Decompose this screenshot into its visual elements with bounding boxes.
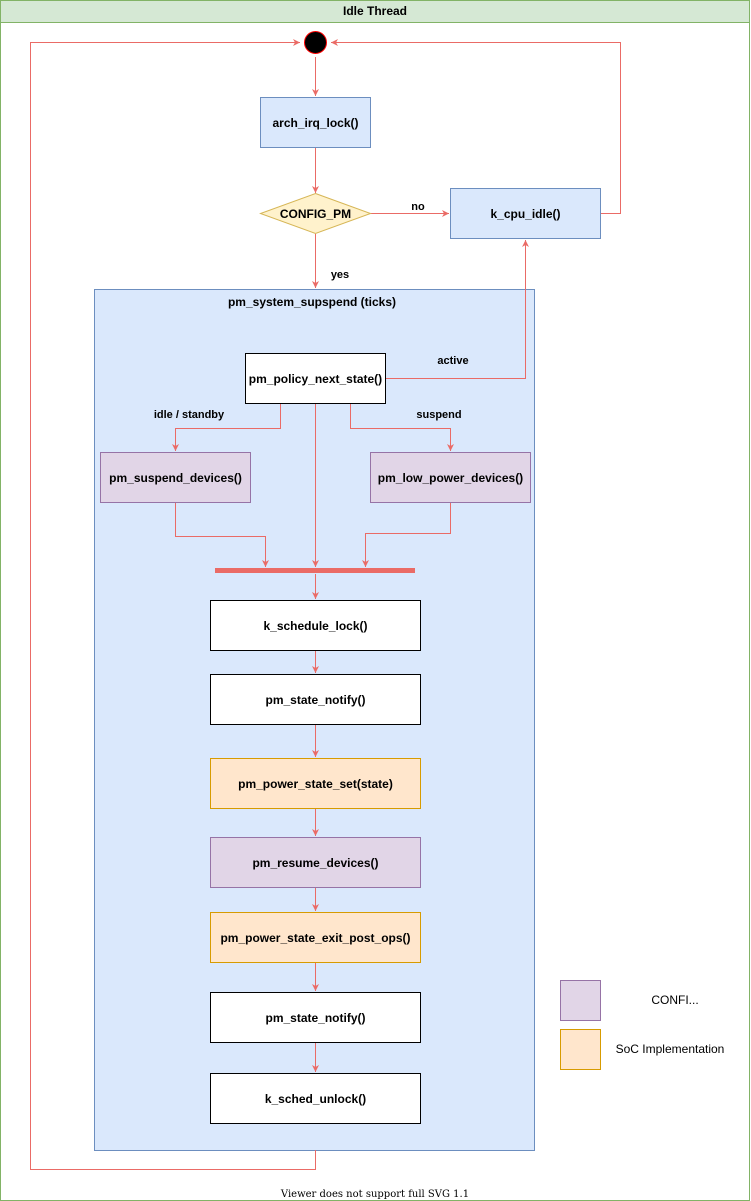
power-state-set-node bbox=[210, 758, 421, 809]
power-state-set-label: pm_power_state_set(state) bbox=[238, 777, 393, 791]
config-pm-label: CONFIG_PM bbox=[280, 207, 351, 221]
edge-policy-active bbox=[385, 240, 529, 379]
legend-soc-label: SoC Implementation bbox=[616, 1042, 725, 1056]
edge-label-suspend: suspend bbox=[416, 409, 461, 421]
edge-label-active: active bbox=[437, 355, 468, 367]
config-pm-decision bbox=[259, 192, 372, 235]
sched-unlock-node bbox=[210, 1073, 421, 1124]
policy-next-state-node bbox=[245, 353, 386, 404]
legend-config-swatch bbox=[560, 980, 601, 1021]
arch-irq-lock-label: arch_irq_lock() bbox=[272, 116, 358, 130]
k-cpu-idle-label: k_cpu_idle() bbox=[490, 207, 560, 221]
edge-label-yes: yes bbox=[331, 269, 349, 281]
edge-policy-suspend bbox=[350, 404, 454, 451]
schedule-lock-label: k_schedule_lock() bbox=[263, 619, 367, 633]
state-notify-node-1 bbox=[210, 674, 421, 725]
low-power-devices-label: pm_low_power_devices() bbox=[378, 471, 523, 485]
suspend-devices-label: pm_suspend_devices() bbox=[109, 471, 242, 485]
legend-soc-swatch bbox=[560, 1029, 601, 1070]
swimlane-header bbox=[0, 0, 750, 23]
schedule-lock-node bbox=[210, 600, 421, 651]
pm-system-suspend-label: pm_system_supspend (ticks) bbox=[228, 295, 396, 309]
policy-next-state-label: pm_policy_next_state() bbox=[249, 372, 382, 386]
legend-config-label: CONFI... bbox=[651, 993, 698, 1007]
low-power-devices-node bbox=[370, 452, 531, 503]
exit-post-ops-label: pm_power_state_exit_post_ops() bbox=[220, 931, 410, 945]
edge-policy-idle-standby bbox=[172, 404, 281, 451]
k-cpu-idle-node bbox=[450, 188, 601, 239]
exit-post-ops-node bbox=[210, 912, 421, 963]
state-notify-label-2: pm_state_notify() bbox=[265, 1011, 365, 1025]
swimlane-title: Idle Thread bbox=[343, 4, 407, 18]
sched-unlock-label: k_sched_unlock() bbox=[265, 1092, 366, 1106]
edge-cpu-idle-to-start bbox=[331, 39, 621, 214]
edge-label-no: no bbox=[411, 201, 425, 213]
state-notify-label-1: pm_state_notify() bbox=[265, 693, 365, 707]
sync-bar bbox=[215, 568, 415, 573]
arch-irq-lock-node bbox=[260, 97, 371, 148]
suspend-devices-node bbox=[100, 452, 251, 503]
edge-loop-back-to-start bbox=[30, 39, 316, 1170]
edge-label-idle-standby: idle / standby bbox=[154, 409, 225, 421]
svg-support-notice: Viewer does not support full SVG 1.1 bbox=[280, 1189, 469, 1200]
edge-low-power-to-sync bbox=[362, 503, 451, 567]
resume-devices-label: pm_resume_devices() bbox=[252, 856, 378, 870]
edge-suspend-devices-to-sync bbox=[175, 503, 269, 567]
resume-devices-node bbox=[210, 837, 421, 888]
state-notify-node-2 bbox=[210, 992, 421, 1043]
start-node bbox=[304, 31, 327, 54]
